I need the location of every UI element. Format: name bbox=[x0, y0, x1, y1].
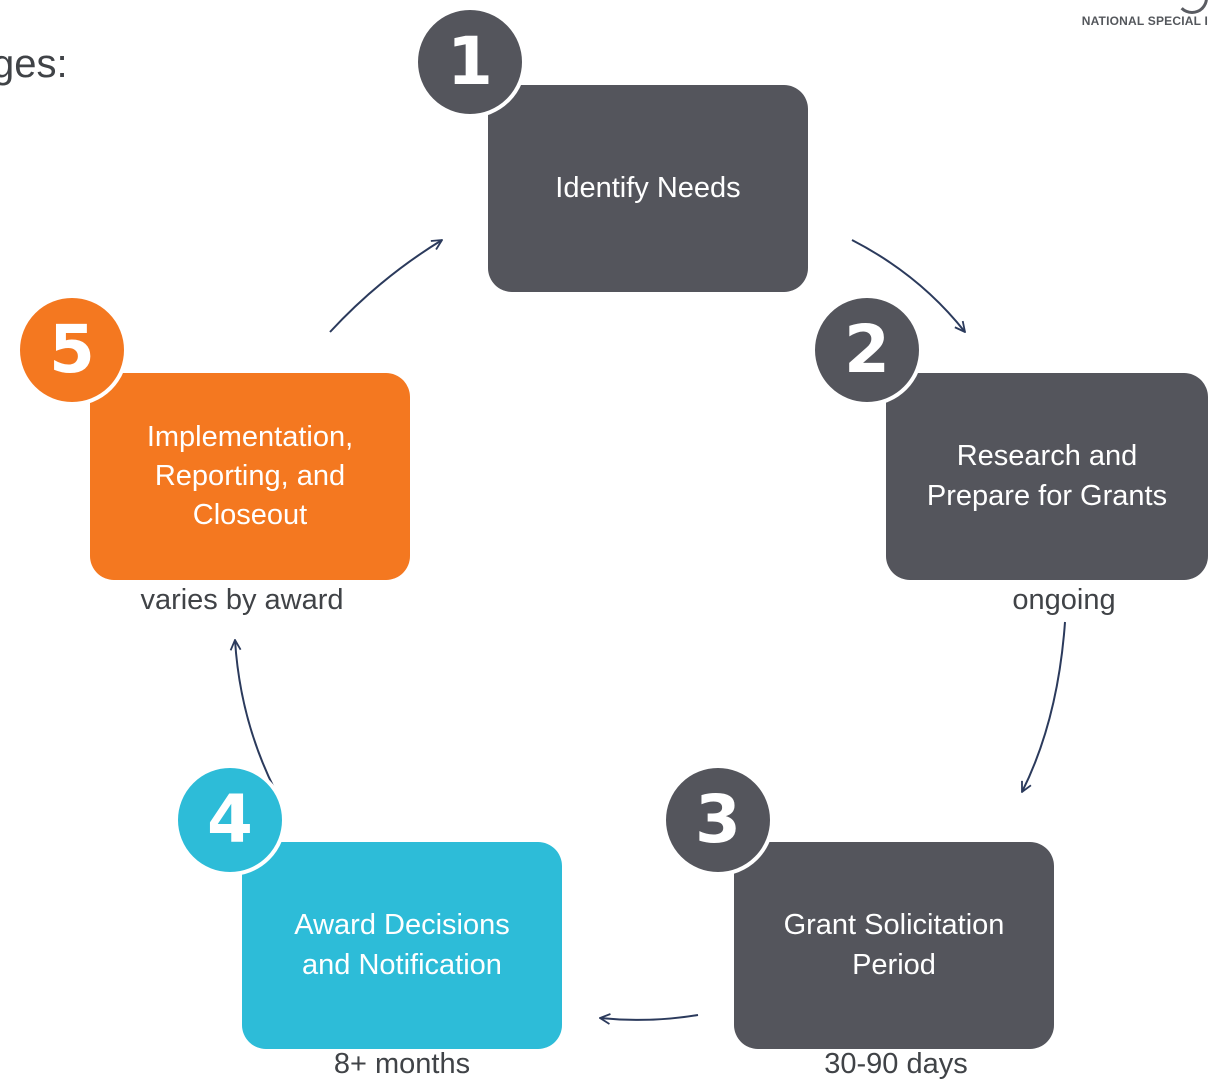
stage-2-badge: 2 bbox=[811, 294, 923, 406]
brand-text: NATIONAL SPECIAL I bbox=[1081, 14, 1208, 28]
stage-3-number: 3 bbox=[695, 781, 741, 858]
stage-3-duration: 30-90 days bbox=[824, 1048, 968, 1080]
stage-5-box: Implementation, Reporting, and Closeout bbox=[90, 373, 410, 580]
stage-2-box: Research and Prepare for Grants bbox=[886, 373, 1208, 580]
stage-4-box: Award Decisions and Notification bbox=[242, 842, 562, 1049]
stage-5-number: 5 bbox=[49, 311, 95, 388]
stage-5-label: Implementation, Reporting, and Closeout bbox=[146, 420, 354, 532]
stage-3-badge: 3 bbox=[662, 764, 774, 876]
stage-3-label: Grant Solicitation Period bbox=[783, 909, 1005, 981]
stage-5-duration: varies by award bbox=[140, 584, 344, 616]
logo-mark-icon bbox=[1176, 0, 1208, 14]
stage-1-box: Identify Needs bbox=[488, 85, 808, 292]
stage-5-badge: 5 bbox=[16, 294, 128, 406]
arrow-3-to-4 bbox=[600, 1015, 699, 1020]
arrow-5-to-1 bbox=[329, 240, 442, 333]
page-heading: ges: bbox=[0, 42, 68, 86]
stage-2-duration: ongoing bbox=[1012, 584, 1116, 616]
arrow-2-to-3 bbox=[1022, 621, 1066, 792]
stage-2-label: Research and Prepare for Grants bbox=[926, 440, 1168, 512]
brand-logo: NATIONAL SPECIAL I bbox=[1038, 0, 1208, 30]
stage-2-number: 2 bbox=[844, 311, 890, 388]
stage-3-box: Grant Solicitation Period bbox=[734, 842, 1054, 1049]
stage-1-label: Identify Needs bbox=[555, 171, 741, 204]
stage-4-duration: 8+ months bbox=[333, 1048, 471, 1080]
stage-1-number: 1 bbox=[447, 23, 493, 100]
stage-4-number: 4 bbox=[207, 781, 253, 858]
stage-4-badge: 4 bbox=[174, 764, 286, 876]
stage-1-badge: 1 bbox=[414, 6, 526, 118]
stage-4-label: Award Decisions and Notification bbox=[294, 909, 510, 981]
